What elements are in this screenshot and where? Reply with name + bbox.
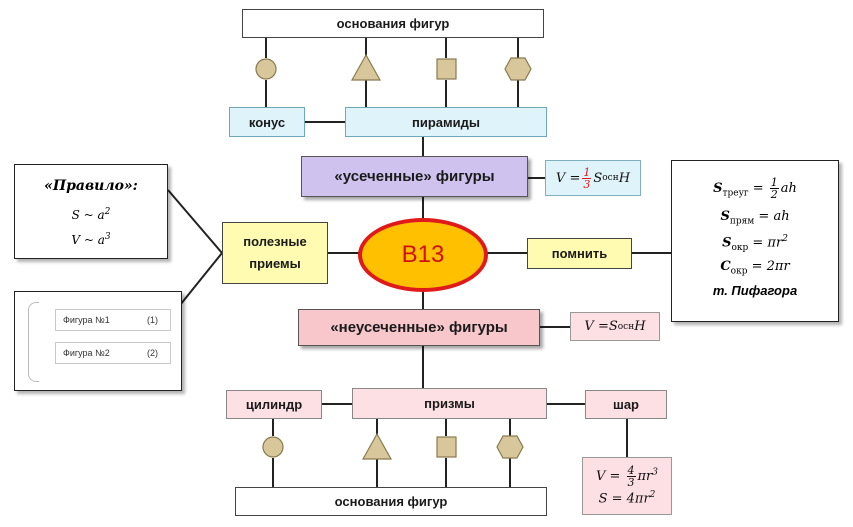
rule-area: S ~ a2: [71, 207, 111, 222]
useful-techniques-box: полезные приемы: [222, 222, 328, 284]
hexagon-shape-icon: [504, 57, 532, 81]
bottom-bases-box: основания фигур: [235, 487, 547, 516]
cylinder-box: цилиндр: [226, 390, 322, 419]
triangle-shape-icon: [361, 432, 393, 460]
square-shape-icon: [436, 58, 457, 80]
cone-label: конус: [248, 114, 286, 130]
pyramids-box: пирамиды: [345, 107, 547, 137]
bottom-bases-label: основания фигур: [334, 494, 448, 509]
rule-volume: V ~ a3: [71, 232, 111, 247]
circle-shape-icon: [255, 58, 277, 80]
b13-center-ellipse: B13: [358, 218, 488, 292]
sphere-label: шар: [612, 397, 639, 412]
useful-line1: полезные: [243, 234, 307, 249]
non-truncated-figures-box: «неусеченные» фигуры: [298, 309, 540, 346]
truncated-figures-label: «усеченные» фигуры: [334, 168, 495, 185]
remember-box: помнить: [527, 238, 632, 269]
prisms-box: призмы: [352, 388, 547, 419]
useful-line2: приемы: [249, 256, 301, 271]
rect-area-formula: Sпрям = ah: [720, 209, 790, 227]
top-bases-box: основания фигур: [242, 9, 544, 38]
figure-2-item: Фигура №2 (2): [55, 342, 171, 364]
figures-panel: Фигура №1 (1) Фигура №2 (2): [14, 291, 182, 391]
circle-shape-icon: [262, 436, 284, 458]
hexagon-shape-icon: [496, 435, 524, 459]
rule-panel: «Правило»: S ~ a2 V ~ a3: [14, 164, 168, 259]
square-shape-icon: [436, 436, 457, 458]
cone-box: конус: [229, 107, 305, 137]
pyramids-label: пирамиды: [412, 114, 480, 130]
figure-1-item: Фигура №1 (1): [55, 309, 171, 331]
prisms-label: призмы: [424, 396, 475, 411]
b13-label: B13: [401, 241, 445, 268]
sphere-area-formula: S = 4πr2: [598, 490, 656, 507]
cylinder-label: цилиндр: [245, 397, 303, 412]
truncated-figures-box: «усеченные» фигуры: [301, 156, 528, 197]
sphere-box: шар: [585, 390, 667, 419]
rule-title: «Правило»:: [44, 178, 138, 194]
circle-area-formula: Sокр = πr2: [722, 234, 788, 253]
non-truncated-figures-label: «неусеченные» фигуры: [330, 319, 508, 336]
bracket-decoration: [28, 302, 39, 382]
top-bases-label: основания фигур: [336, 16, 450, 31]
circumference-formula: Cокр = 2πr: [720, 259, 790, 277]
triangle-shape-icon: [350, 53, 382, 81]
pythagoras-label: т. Пифагора: [712, 283, 798, 298]
remember-label: помнить: [551, 246, 608, 261]
